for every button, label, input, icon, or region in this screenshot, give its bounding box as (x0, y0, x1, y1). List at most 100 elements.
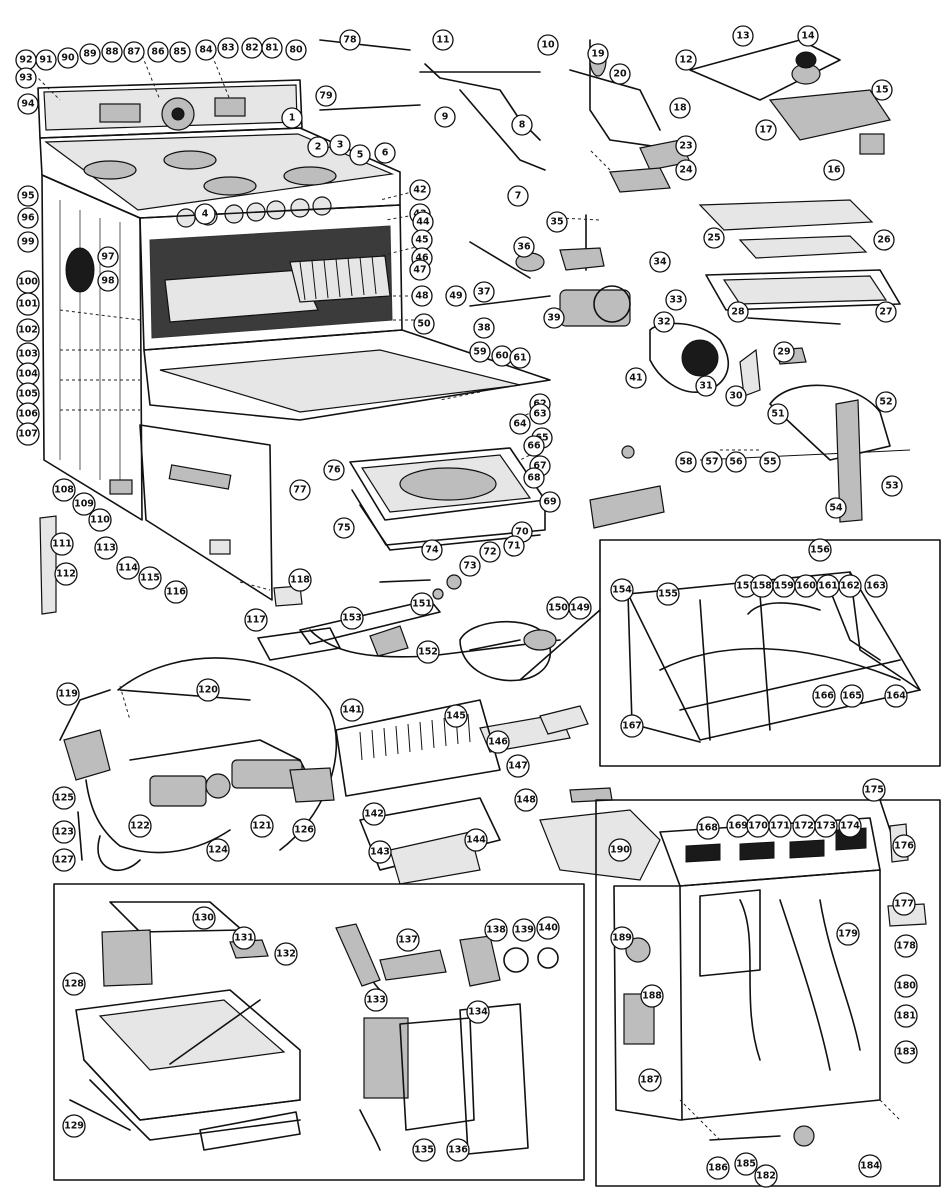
callout-117: 117 (244, 608, 268, 632)
callout-55: 55 (759, 451, 781, 473)
callout-circle (894, 974, 918, 998)
callout-circle (62, 1114, 86, 1138)
callout-101: 101 (16, 292, 40, 316)
callout-label: 69 (543, 497, 556, 508)
callout-label: 151 (412, 599, 432, 610)
callout-label: 141 (342, 705, 362, 716)
callout-circle (97, 270, 119, 292)
callout-circle (206, 838, 230, 862)
callout-187: 187 (638, 1068, 662, 1092)
callout-4: 4 (194, 203, 216, 225)
callout-label: 131 (234, 933, 254, 944)
callout-178: 178 (894, 934, 918, 958)
callout-166: 166 (812, 684, 836, 708)
callout-90: 90 (57, 47, 79, 69)
callout-circle (50, 532, 74, 556)
callout-label: 92 (19, 55, 32, 66)
callout-circle (873, 229, 895, 251)
callout-135: 135 (412, 1138, 436, 1162)
callout-114: 114 (116, 556, 140, 580)
callout-circle (466, 1000, 490, 1024)
callout-circle (484, 918, 508, 942)
callout-circle (196, 678, 220, 702)
callout-circle (289, 479, 311, 501)
callout-label: 184 (860, 1161, 880, 1172)
callout-25: 25 (703, 227, 725, 249)
callout-label: 74 (425, 545, 439, 556)
callout-158: 158 (750, 574, 774, 598)
callout-circle (512, 918, 536, 942)
callout-label: 112 (56, 569, 76, 580)
callout-24: 24 (675, 159, 697, 181)
callout-label: 13 (736, 31, 749, 42)
callout-26: 26 (873, 229, 895, 251)
callout-label: 91 (39, 55, 52, 66)
callout-circle (57, 47, 79, 69)
callout-label: 78 (343, 35, 357, 46)
callout-circle (812, 684, 836, 708)
callout-circle (164, 580, 188, 604)
callout-label: 155 (658, 589, 678, 600)
callout-label: 39 (547, 313, 560, 324)
callout-circle (217, 37, 239, 59)
callout-38: 38 (473, 317, 495, 339)
callout-label: 130 (194, 913, 214, 924)
callout-label: 15 (875, 85, 888, 96)
callout-label: 152 (418, 647, 438, 658)
callout-label: 176 (894, 841, 914, 852)
callout-circle (409, 179, 431, 201)
callout-180: 180 (894, 974, 918, 998)
callout-circle (329, 134, 351, 156)
callout-circle (244, 608, 268, 632)
callout-circle (349, 144, 371, 166)
callout-label: 77 (293, 485, 306, 496)
callout-51: 51 (767, 403, 789, 425)
callout-76: 76 (323, 459, 345, 481)
callout-87: 87 (123, 41, 145, 63)
callout-circle (725, 385, 747, 407)
callout-circle (881, 475, 903, 497)
callout-circle (727, 301, 749, 323)
callout-110: 110 (88, 508, 112, 532)
callout-106: 106 (16, 402, 40, 426)
callout-label: 147 (508, 761, 528, 772)
callout-label: 1 (289, 113, 296, 124)
callout-label: 20 (613, 69, 627, 80)
callout-circle (768, 814, 792, 838)
callout-circle (609, 63, 631, 85)
callout-164: 164 (884, 684, 908, 708)
callout-73: 73 (459, 555, 481, 577)
callout-label: 150 (548, 603, 568, 614)
callout-circle (128, 814, 152, 838)
callout-circle (514, 788, 538, 812)
callout-label: 105 (18, 389, 38, 400)
callout-circle (194, 203, 216, 225)
callout-circle (610, 578, 634, 602)
callout-label: 145 (446, 711, 466, 722)
callout-label: 161 (818, 581, 838, 592)
callout-108: 108 (52, 478, 76, 502)
callout-179: 179 (836, 922, 860, 946)
callout-label: 100 (18, 277, 38, 288)
callout-circle (123, 41, 145, 63)
callout-92: 92 (15, 49, 37, 71)
callout-107: 107 (16, 422, 40, 446)
callout-17: 17 (755, 119, 777, 141)
callout-label: 53 (885, 481, 898, 492)
callout-circle (374, 142, 396, 164)
callout-label: 60 (495, 351, 509, 362)
callout-label: 136 (448, 1145, 468, 1156)
callout-132: 132 (274, 942, 298, 966)
callout-circle (147, 41, 169, 63)
callout-circle (52, 820, 76, 844)
callout-label: 82 (245, 43, 258, 54)
callout-120: 120 (196, 678, 220, 702)
callout-circle (892, 834, 916, 858)
callout-circle (696, 816, 720, 840)
callout-99: 99 (17, 231, 39, 253)
callout-circle (340, 606, 364, 630)
callout-circle (307, 136, 329, 158)
callout-label: 47 (413, 265, 426, 276)
callout-circle (695, 375, 717, 397)
